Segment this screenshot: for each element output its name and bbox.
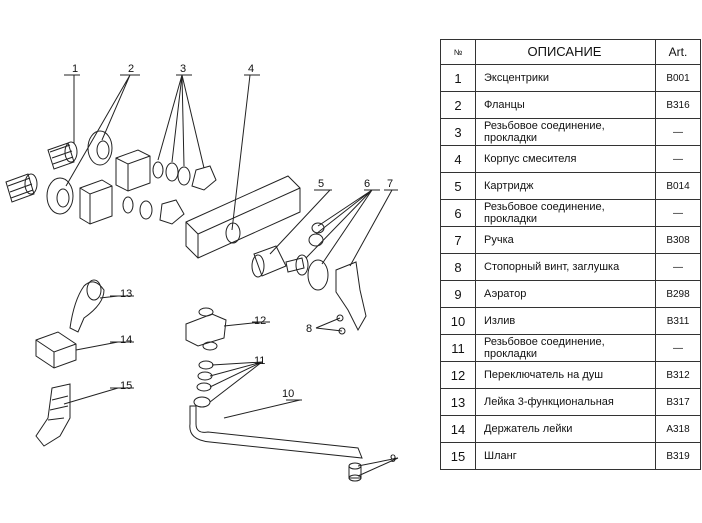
row-description: Лейка 3-функциональная	[475, 388, 656, 416]
row-description: Излив	[475, 307, 656, 335]
row-no: 5	[440, 172, 476, 200]
row-article: B014	[655, 172, 701, 200]
row-description: Резьбовое соединение, прокладки	[475, 199, 656, 227]
part-14-holder	[35, 331, 77, 369]
header-description: ОПИСАНИЕ	[475, 39, 656, 65]
callout-label: 4	[248, 63, 254, 75]
row-no: 10	[440, 307, 476, 335]
callout-leaders	[63, 74, 399, 477]
row-description: Ручка	[475, 226, 656, 254]
row-article: —	[655, 199, 701, 227]
row-description: Эксцентрики	[475, 64, 656, 92]
row-no: 8	[440, 253, 476, 281]
callout-label: 9	[390, 453, 396, 465]
part-15-hose	[35, 383, 71, 447]
callout-label: 14	[120, 334, 132, 346]
row-no: 12	[440, 361, 476, 389]
part-7-handle	[335, 261, 367, 332]
row-article: —	[655, 253, 701, 281]
callout-label: 10	[282, 388, 294, 400]
row-description: Держатель лейки	[475, 415, 656, 443]
part-11-fittings	[193, 360, 214, 408]
part-2-flanges	[46, 130, 113, 215]
part-12-diverter	[185, 307, 227, 351]
part-1-eccentrics	[5, 141, 78, 203]
row-article: A318	[655, 415, 701, 443]
row-description: Резьбовое соединение, прокладки	[475, 118, 656, 146]
row-description: Фланцы	[475, 91, 656, 119]
row-article: B312	[655, 361, 701, 389]
part-4-body	[185, 175, 301, 259]
part-9-aerator	[348, 462, 362, 482]
row-article: B308	[655, 226, 701, 254]
row-article: B316	[655, 91, 701, 119]
row-no: 2	[440, 91, 476, 119]
row-article: —	[655, 118, 701, 146]
row-no: 15	[440, 442, 476, 470]
row-article: B298	[655, 280, 701, 308]
callout-label: 5	[318, 178, 324, 190]
row-no: 11	[440, 334, 476, 362]
callout-label: 8	[306, 323, 312, 335]
part-13-shower	[69, 279, 105, 333]
callout-label: 7	[387, 178, 393, 190]
callout-label: 11	[254, 355, 265, 367]
row-description: Резьбовое соединение, прокладки	[475, 334, 656, 362]
callout-label: 15	[120, 380, 132, 392]
row-no: 9	[440, 280, 476, 308]
header-no: №	[440, 39, 476, 65]
part-3-fittings	[122, 161, 217, 225]
row-article: B311	[655, 307, 701, 335]
callout-label: 3	[180, 63, 186, 75]
row-description: Стопорный винт, заглушка	[475, 253, 656, 281]
row-no: 6	[440, 199, 476, 227]
row-description: Картридж	[475, 172, 656, 200]
row-article: —	[655, 334, 701, 362]
row-no: 4	[440, 145, 476, 173]
part-10-spout	[189, 405, 363, 459]
row-description: Корпус смесителя	[475, 145, 656, 173]
callout-label: 13	[120, 288, 132, 300]
row-article: B317	[655, 388, 701, 416]
row-no: 1	[440, 64, 476, 92]
row-no: 7	[440, 226, 476, 254]
header-article: Art.	[655, 39, 701, 65]
row-description: Переключатель на душ	[475, 361, 656, 389]
row-no: 3	[440, 118, 476, 146]
row-article: —	[655, 145, 701, 173]
row-description: Шланг	[475, 442, 656, 470]
callout-label: 12	[254, 315, 266, 327]
part-6-fittings	[295, 222, 329, 291]
callout-label: 1	[72, 63, 78, 75]
row-description: Аэратор	[475, 280, 656, 308]
row-no: 14	[440, 415, 476, 443]
table-header-row: № ОПИСАНИЕ Art.	[440, 39, 701, 65]
wall-block-shapes	[79, 149, 151, 225]
callout-label: 2	[128, 63, 134, 75]
row-no: 13	[440, 388, 476, 416]
row-article: B001	[655, 64, 701, 92]
callout-label: 6	[364, 178, 370, 190]
row-article: B319	[655, 442, 701, 470]
